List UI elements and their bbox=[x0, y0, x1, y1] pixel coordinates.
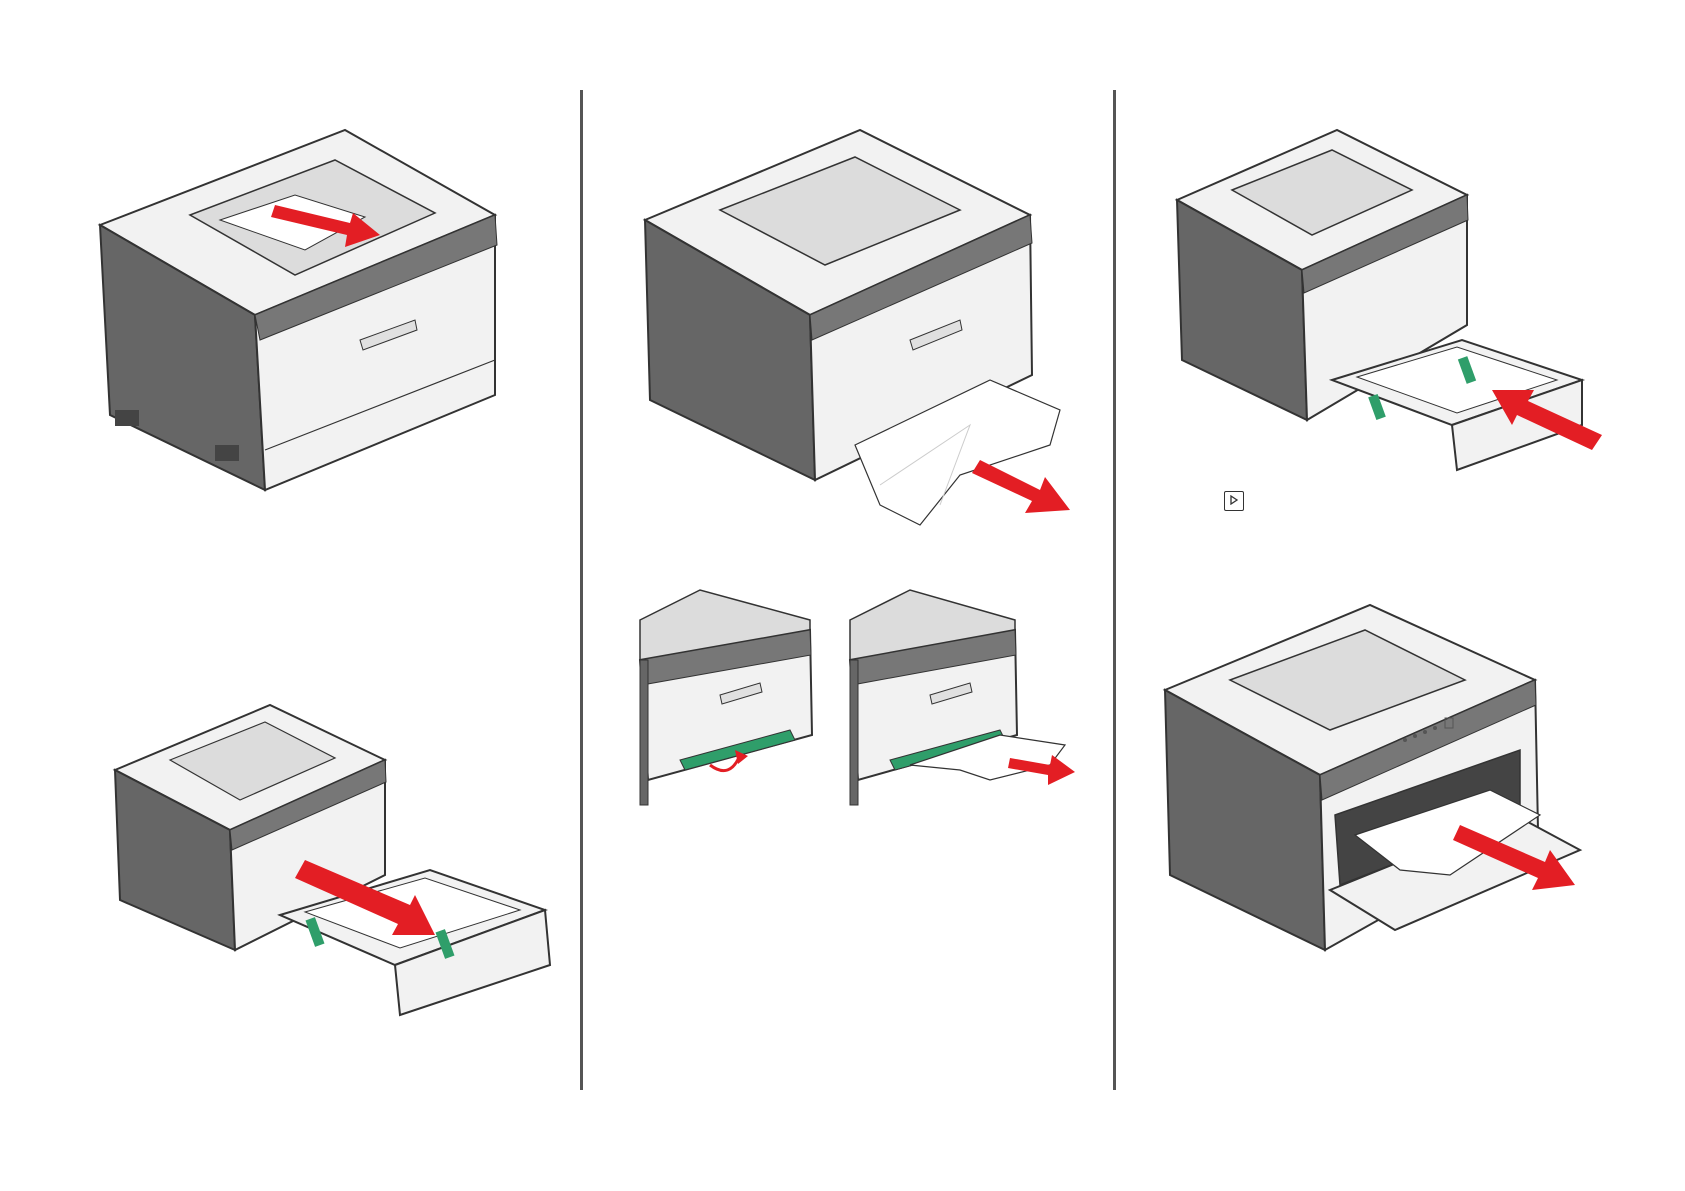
column-divider-left bbox=[580, 90, 583, 1090]
play-icon bbox=[1229, 492, 1239, 510]
printer-top-exit-jam-illustration bbox=[95, 125, 545, 535]
printer-front-door-jam-illustration bbox=[1160, 600, 1600, 960]
printer-tray-removal-illustration bbox=[110, 700, 560, 1060]
paper-pull-illustration bbox=[850, 580, 1080, 810]
printer-tray-opening-jam-illustration bbox=[640, 125, 1090, 525]
guide-release-illustration bbox=[640, 580, 820, 810]
column-divider-right bbox=[1113, 90, 1116, 1090]
printer-tray-insert-illustration bbox=[1172, 125, 1602, 485]
continue-button[interactable] bbox=[1224, 491, 1244, 511]
